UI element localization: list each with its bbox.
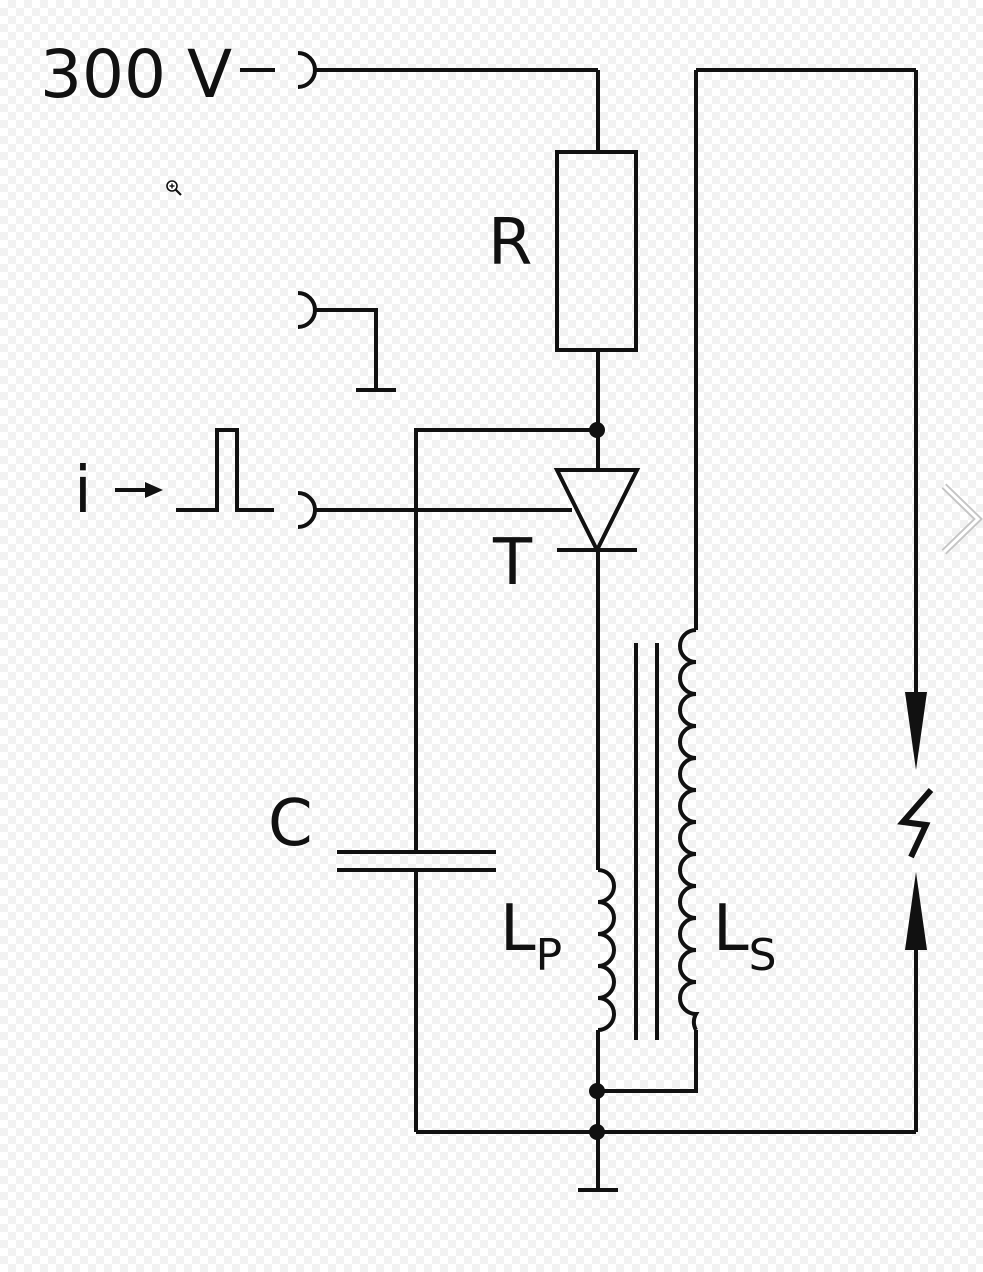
capacitor-label: C <box>268 787 313 861</box>
supply-voltage-label: 300 V <box>40 36 232 113</box>
supply-terminal <box>240 51 600 152</box>
spark-electrode-bottom <box>905 872 927 950</box>
primary-subscript: P <box>536 930 563 981</box>
junction-node <box>589 1083 605 1099</box>
ground-terminal <box>297 291 396 392</box>
zoom-in-icon <box>165 179 183 197</box>
resistor-r <box>555 150 638 430</box>
svg-text:LP: LP <box>500 892 562 981</box>
thyristor-label: T <box>492 526 533 600</box>
trigger-pulse <box>176 428 274 512</box>
input-arrow <box>145 482 163 498</box>
input-current-label: i <box>74 454 92 528</box>
gate-input <box>115 428 572 529</box>
svg-text:LS: LS <box>713 892 777 981</box>
resistor-label: R <box>488 206 532 280</box>
primary-winding <box>596 868 616 1132</box>
secondary-winding <box>597 68 916 1093</box>
spark-electrode-top <box>905 692 927 770</box>
spark-gap <box>897 70 934 1132</box>
secondary-subscript: S <box>749 930 777 981</box>
secondary-label: L <box>713 892 749 966</box>
transformer-core <box>634 643 659 1040</box>
thyristor-t <box>553 430 641 870</box>
spark-bolt-icon <box>897 788 934 859</box>
next-image-button[interactable] <box>940 480 983 558</box>
ground-bus <box>416 1130 916 1192</box>
capacitor-c <box>337 850 496 1132</box>
primary-label: L <box>500 892 536 966</box>
chevron-right-icon <box>941 483 983 555</box>
junction-node <box>589 1124 605 1140</box>
